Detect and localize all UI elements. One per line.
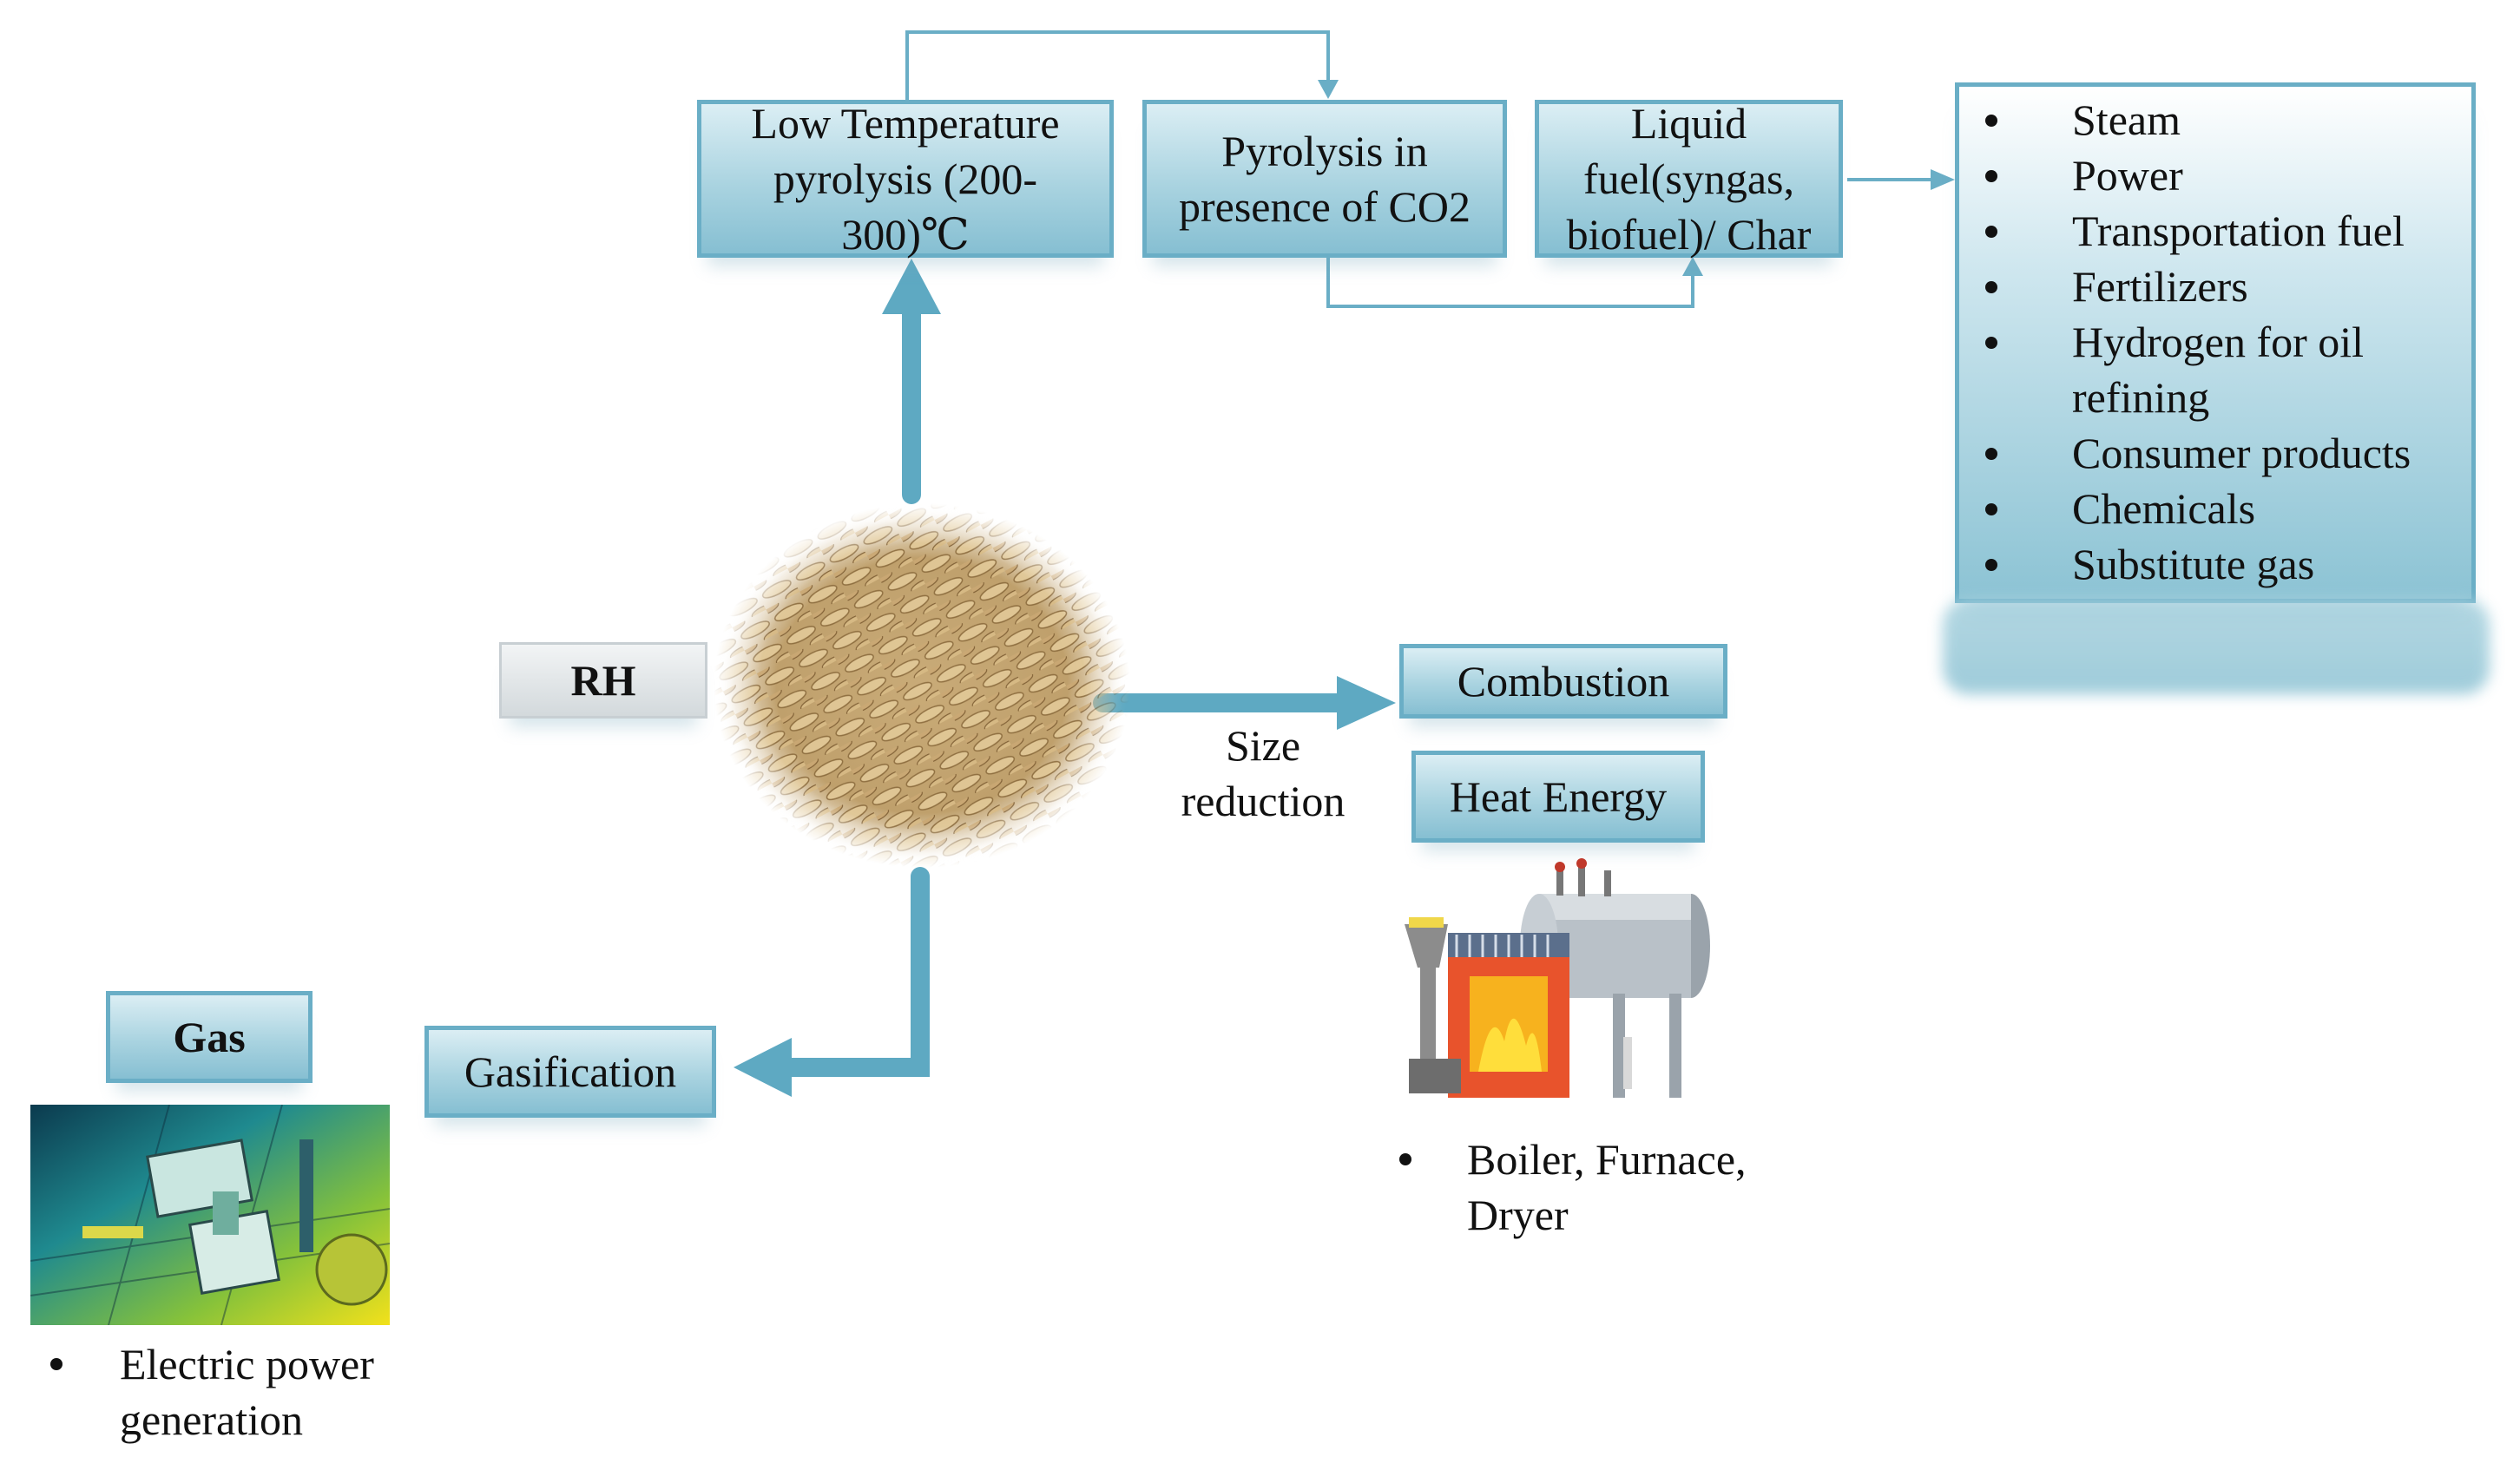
arrow-down-left-head: [734, 1038, 792, 1097]
combustion-text: Combustion: [1457, 657, 1670, 706]
gas-uses-label: Electric power generation: [120, 1336, 432, 1447]
industrial-boiler-illustration: [1405, 858, 1710, 1098]
size-reduction-text: Size reduction: [1181, 721, 1346, 825]
liquid-fuel-text: Liquid fuel(syngas, biofuel)/ Char: [1566, 99, 1812, 259]
box-gas: Gas: [106, 991, 313, 1083]
box-gasification: Gasification: [424, 1026, 716, 1118]
box-combustion: Combustion: [1399, 644, 1727, 719]
gasification-plant-illustration: [30, 1105, 390, 1325]
box-rh: RH: [499, 642, 707, 719]
connector-liquid-to-uses-head: [1931, 169, 1955, 190]
arrow-down-left-shaft: [772, 867, 930, 1077]
combustion-uses-bullet: [1399, 1153, 1411, 1165]
box-pyrolysis-co2: Pyrolysis in presence of CO2: [1142, 100, 1507, 258]
rice-husk-photo: [714, 503, 1130, 868]
arrow-up-head: [882, 259, 941, 314]
combustion-uses-label: Boiler, Furnace, Dryer: [1467, 1132, 1797, 1243]
uses-list-item: Fertilizers: [1985, 259, 2454, 314]
uses-list-item: Consumer products: [1985, 425, 2454, 481]
gas-uses-bullet: [50, 1358, 63, 1370]
rh-text: RH: [570, 656, 636, 705]
uses-list-item: Substitute gas: [1985, 536, 2454, 592]
uses-list-item: Steam: [1985, 92, 2454, 148]
size-reduction-label: Size reduction: [1168, 718, 1359, 829]
connector-pyrolysis-to-liquid-head: [1682, 257, 1703, 276]
connector-lowtemp-to-pyrolysis-head: [1318, 80, 1339, 99]
box-liquid-fuel: Liquid fuel(syngas, biofuel)/ Char: [1535, 99, 1843, 259]
low-temperature-pyrolysis-text: Low Temperature pyrolysis (200-300)℃: [751, 99, 1060, 259]
heat-energy-text: Heat Energy: [1449, 772, 1668, 821]
pyrolysis-co2-text: Pyrolysis in presence of CO2: [1179, 127, 1471, 231]
uses-list-item: Hydrogen for oil refining: [1985, 314, 2454, 425]
gas-text: Gas: [173, 1013, 246, 1061]
box-heat-energy: Heat Energy: [1411, 751, 1705, 843]
box-low-temperature-pyrolysis: Low Temperature pyrolysis (200-300)℃: [697, 99, 1114, 259]
uses-list-item: Transportation fuel: [1985, 203, 2454, 259]
connector-pyrolysis-to-liquid: [1326, 253, 1694, 308]
combustion-uses-text: Boiler, Furnace, Dryer: [1467, 1135, 1747, 1239]
arrow-right-head: [1337, 676, 1396, 730]
uses-list-item: Power: [1985, 148, 2454, 203]
gasification-text: Gasification: [464, 1047, 677, 1096]
uses-box-reflection: [1943, 599, 2490, 694]
uses-list-item: Chemicals: [1985, 481, 2454, 536]
connector-lowtemp-to-pyrolysis: [905, 30, 1330, 100]
gas-uses-text: Electric power generation: [120, 1340, 374, 1444]
